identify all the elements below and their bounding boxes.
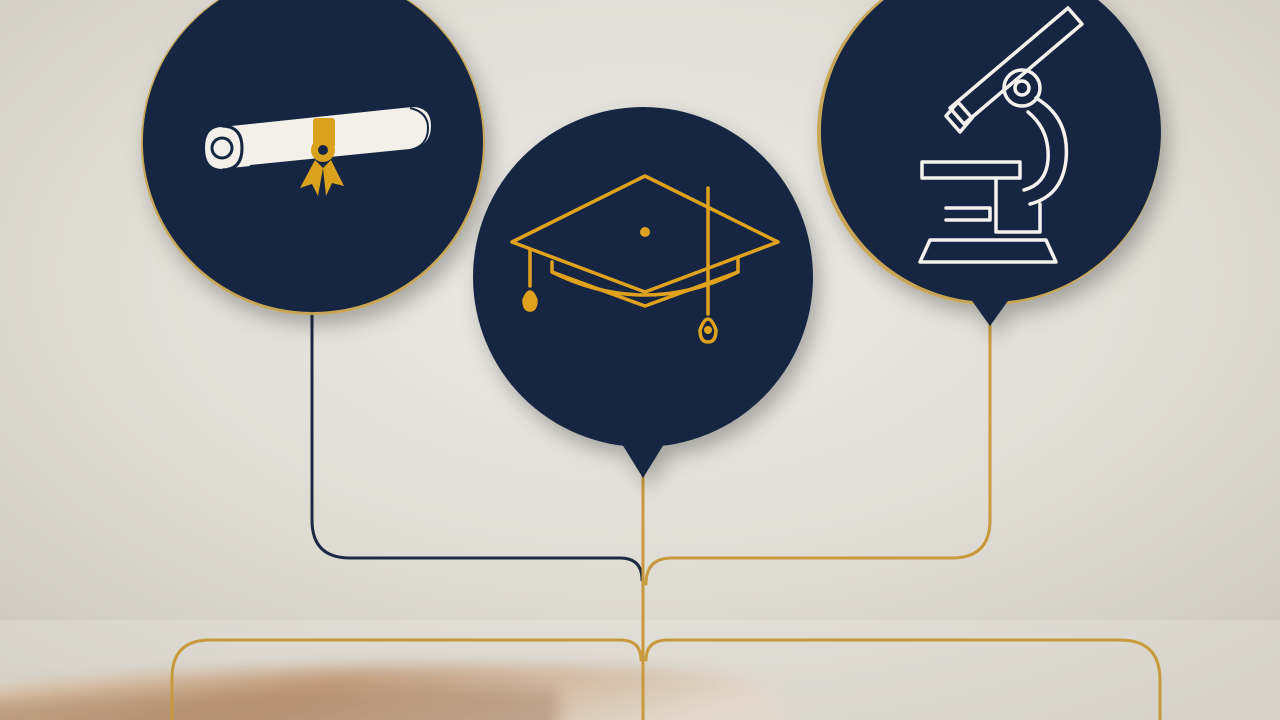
diploma-scroll-icon	[202, 104, 434, 196]
lower-left-branch	[170, 638, 643, 720]
right-gold-connector	[644, 323, 992, 586]
connector-lines	[170, 298, 1162, 720]
lower-right-branch	[644, 638, 1162, 720]
graduation-cap-icon	[510, 174, 780, 344]
microscope-icon	[918, 6, 1084, 264]
wooden-surface	[0, 666, 785, 720]
microscope-bubble	[817, 0, 1161, 326]
table-haze	[0, 620, 1280, 720]
left-navy-connector	[310, 298, 644, 582]
graduation-cap-bubble	[473, 107, 813, 478]
